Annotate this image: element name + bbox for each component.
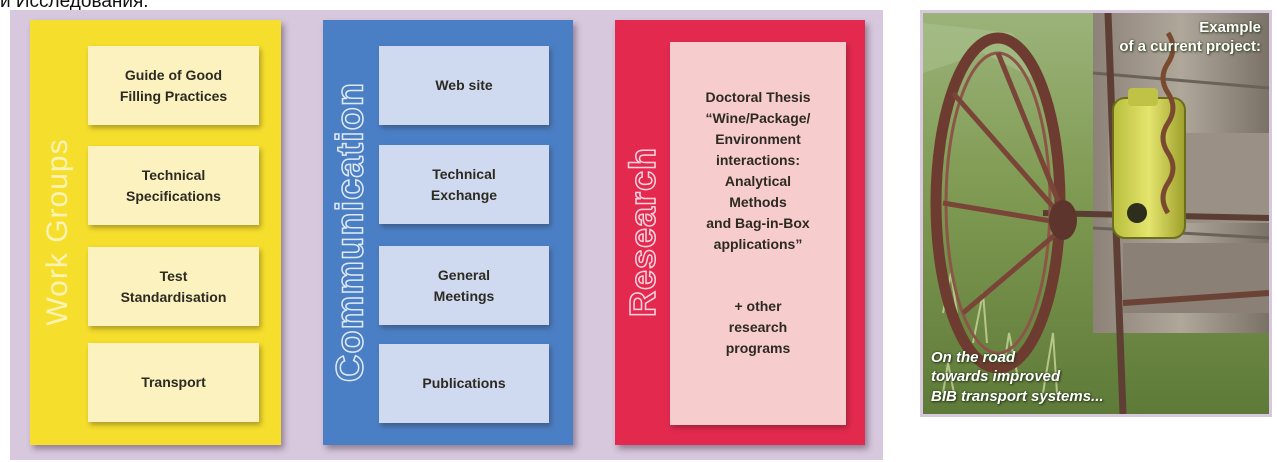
work-group-item: Technical Specifications bbox=[88, 146, 259, 225]
work-group-item: Transport bbox=[88, 343, 259, 422]
research-box: Doctoral Thesis “Wine/Package/ Environme… bbox=[670, 42, 846, 425]
project-photo: Example of a current project: On the roa… bbox=[920, 10, 1272, 417]
communication-title: Communication bbox=[329, 81, 373, 383]
top-text: и Исследования: bbox=[0, 0, 149, 12]
work-groups-title: Work Groups bbox=[41, 138, 74, 326]
work-group-item: Guide of Good Filling Practices bbox=[88, 46, 259, 125]
caption-top-line: of a current project: bbox=[1119, 37, 1261, 55]
research-column: Research Doctoral Thesis “Wine/Package/ … bbox=[615, 20, 865, 445]
photo-caption-bottom: On the road towards improved BIB transpo… bbox=[931, 348, 1104, 407]
caption-top-line: Example bbox=[1199, 19, 1261, 36]
caption-bottom-line: BIB transport systems... bbox=[931, 387, 1104, 405]
other-research-text: + other research programs bbox=[725, 298, 791, 356]
work-groups-column: Work Groups Guide of Good Filling Practi… bbox=[30, 20, 281, 445]
communication-column: Communication Web site Technical Exchang… bbox=[323, 20, 573, 445]
wagon-wheel-illustration bbox=[923, 13, 1269, 414]
communication-item: Web site bbox=[379, 46, 549, 125]
research-title: Research bbox=[621, 146, 664, 318]
communication-item: Publications bbox=[379, 344, 549, 423]
caption-bottom-line: towards improved bbox=[931, 368, 1061, 385]
photo-caption-top: Example of a current project: bbox=[1119, 19, 1261, 57]
caption-bottom-line: On the road bbox=[931, 348, 1016, 366]
work-group-item: Test Standardisation bbox=[88, 247, 259, 326]
doctoral-thesis-text: Doctoral Thesis “Wine/Package/ Environme… bbox=[705, 89, 811, 252]
communication-item: Technical Exchange bbox=[379, 145, 549, 224]
communication-item: General Meetings bbox=[379, 246, 549, 325]
